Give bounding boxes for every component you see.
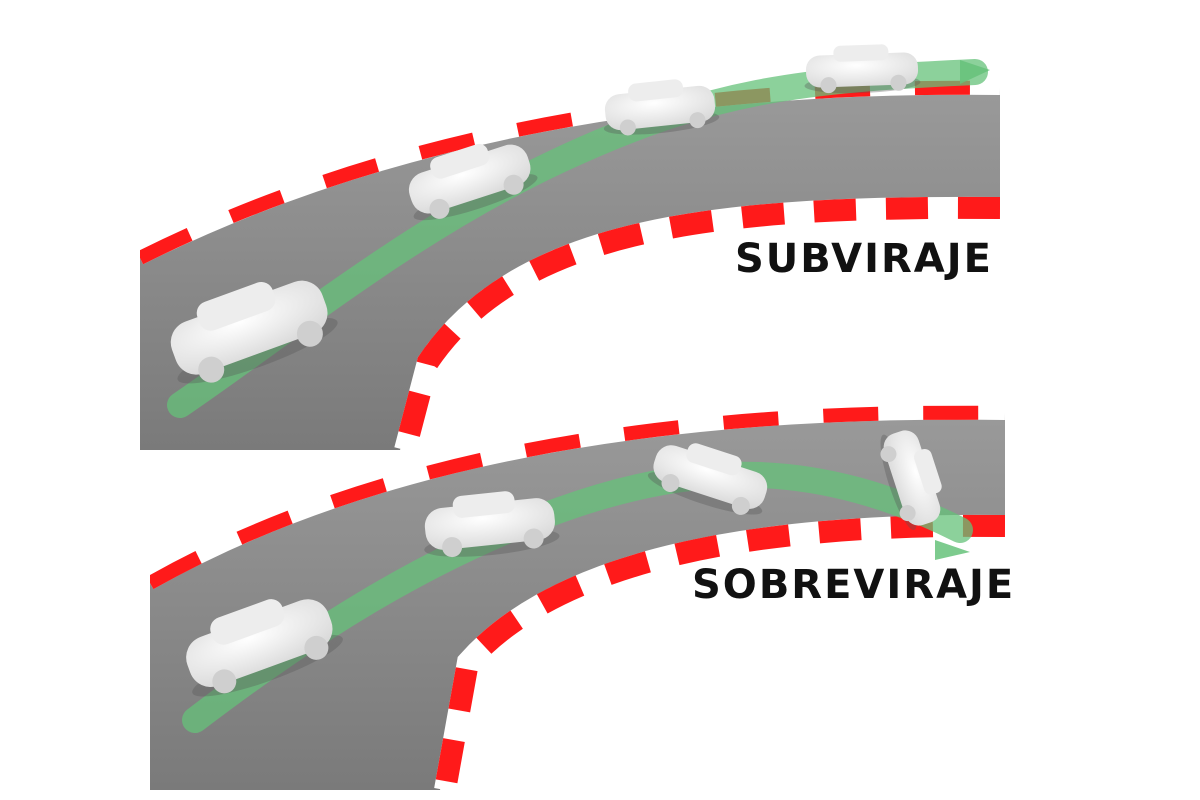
oversteer-car-1 bbox=[186, 599, 343, 697]
understeer-car-1 bbox=[170, 280, 338, 384]
oversteer-path-arrow bbox=[935, 540, 970, 560]
oversteer-car-3 bbox=[647, 443, 768, 515]
oversteer-car-4 bbox=[880, 430, 942, 530]
oversteer-road bbox=[150, 409, 1005, 790]
understeer-label: SUBVIRAJE bbox=[735, 236, 993, 282]
understeer-panel bbox=[140, 44, 1000, 450]
understeer-car-4 bbox=[804, 44, 921, 94]
oversteer-label: SOBREVIRAJE bbox=[692, 562, 1015, 608]
understeer-car-3 bbox=[603, 79, 720, 136]
oversteer-car-2 bbox=[424, 491, 560, 558]
understeer-car-2 bbox=[408, 143, 538, 221]
understeer-path-arrow bbox=[960, 60, 990, 84]
oversteer-panel bbox=[150, 405, 1005, 790]
